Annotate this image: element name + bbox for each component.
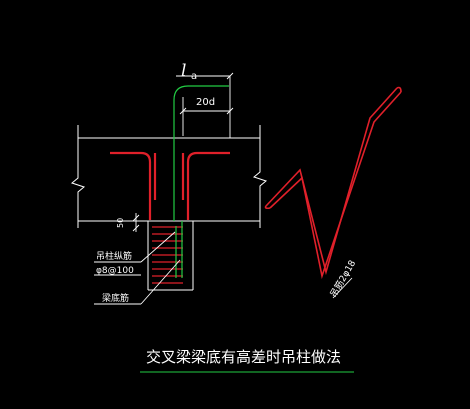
hanger-column-longitudinal-bar (173, 85, 229, 278)
beam-top-bar-left (110, 151, 152, 220)
stirrup-spec-label: φ8@100 (96, 266, 134, 276)
anchorage-length-subscript: a (191, 71, 197, 82)
hanger-column-stirrups (152, 226, 183, 284)
beam-top-bar-right (186, 151, 230, 220)
dimensions (132, 72, 234, 232)
beam-right-break-line (252, 125, 268, 228)
hook-length-label: 20d (196, 97, 215, 108)
beam-left-break-line (70, 125, 86, 228)
beam-outline (70, 125, 268, 228)
hanger-column-rebar-label: 吊柱纵筋 (96, 250, 132, 262)
hanger-bar-w-shape (264, 86, 402, 280)
beam-bottom-rebar-label: 梁底筋 (102, 292, 129, 304)
offset-dim-label: 50 (116, 218, 125, 228)
beam-rebar (110, 151, 230, 220)
leader-lines (94, 231, 353, 305)
hanger-bar-note-label: 吊筋2φ18 (327, 258, 358, 300)
anchorage-length-label: l (181, 61, 186, 81)
drawing-caption: 交叉梁梁底有高差时吊柱做法 (146, 348, 341, 366)
